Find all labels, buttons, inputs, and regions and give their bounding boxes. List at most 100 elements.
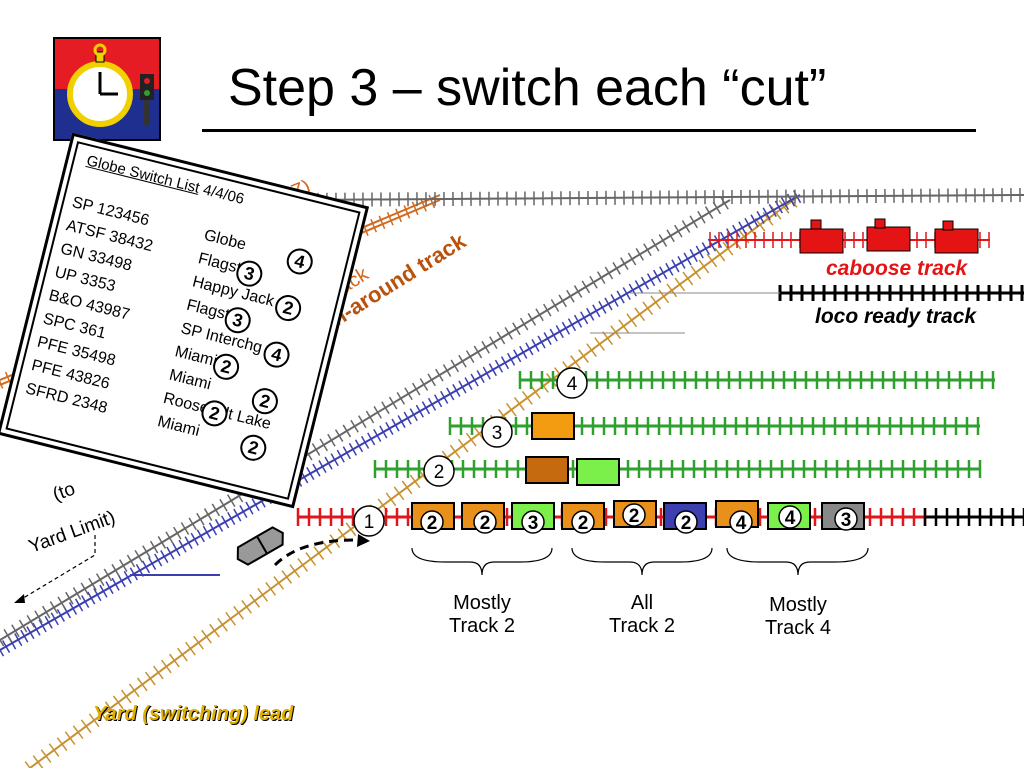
track-tie	[666, 229, 675, 243]
track-tie	[105, 581, 114, 595]
track-tie	[385, 492, 397, 507]
track-tie	[312, 463, 321, 477]
track-tie	[319, 438, 328, 452]
car-on-track-2-green	[576, 458, 620, 486]
track-tie	[435, 368, 444, 382]
destination-badge-circle	[778, 505, 802, 529]
track-tie	[635, 248, 645, 261]
slide-title: Step 3 – switch each “cut”	[228, 59, 827, 117]
track-tie	[427, 397, 437, 411]
track-tie	[219, 498, 228, 512]
destination-badge-circle	[473, 510, 497, 534]
track-tie	[1, 640, 11, 653]
track-tie	[40, 749, 52, 763]
track-tie	[397, 415, 406, 429]
track-tie	[428, 194, 436, 209]
track-tie	[616, 290, 625, 304]
track-tie	[659, 266, 668, 280]
track-tie	[20, 629, 29, 643]
track-tie	[226, 494, 236, 508]
track-tie	[674, 277, 686, 292]
track-tie	[172, 543, 181, 557]
track-tie	[403, 205, 411, 219]
track-tie	[419, 378, 429, 391]
track-tie	[311, 443, 321, 456]
track-tie	[427, 373, 436, 387]
destination-badge-text: 4	[785, 508, 796, 529]
track-tie	[671, 259, 680, 273]
move-arrow	[273, 538, 356, 567]
track-tie	[26, 626, 35, 640]
track-tie	[549, 328, 558, 342]
destination-badge-circle	[521, 510, 545, 534]
track-tie	[744, 217, 753, 231]
track-tie	[457, 438, 469, 453]
track-tie	[126, 554, 136, 568]
track-tie	[65, 591, 74, 605]
destination-badge-circle	[622, 503, 646, 527]
stopwatch-signal-icon	[52, 36, 162, 142]
track-tie	[49, 601, 59, 614]
track-tie	[120, 689, 132, 704]
group-2-line-1: All	[630, 592, 654, 614]
track-tie	[701, 242, 710, 256]
track-tie	[11, 624, 20, 638]
track-tie	[119, 559, 128, 573]
track-tie	[396, 392, 406, 405]
track-number-text: 1	[364, 512, 375, 533]
track-tie	[165, 531, 174, 545]
track-tie	[640, 276, 650, 290]
track-tie	[211, 503, 221, 517]
yard-lead-brown	[24, 193, 801, 768]
track-tie	[504, 326, 513, 340]
track-tie	[612, 261, 621, 275]
track-tie	[350, 419, 359, 433]
track-tie	[388, 396, 398, 410]
track-tie	[525, 342, 534, 356]
track-tie	[512, 322, 521, 336]
track-tie	[373, 405, 382, 419]
track-tie	[227, 512, 236, 525]
track-tie	[665, 262, 674, 276]
track-tie	[768, 204, 777, 217]
track-tie	[342, 446, 351, 460]
group-2-label: All Track 2	[600, 592, 684, 638]
track-tie	[720, 196, 729, 210]
track-tie	[750, 214, 759, 228]
destination-badge-circle	[674, 510, 698, 534]
track-tie	[706, 253, 718, 268]
track-tie	[148, 557, 157, 570]
yard-limit-arrow	[19, 535, 96, 601]
track-tie	[14, 633, 23, 647]
track-tie	[214, 518, 224, 532]
track-tie	[193, 635, 204, 650]
track-number-circle	[423, 455, 455, 487]
caboose-1	[799, 219, 844, 254]
track-tie	[3, 628, 12, 642]
track-tie	[245, 501, 254, 515]
track-tie	[458, 380, 467, 394]
track-tie	[112, 695, 124, 710]
track-tie	[762, 207, 771, 221]
track-tie	[681, 220, 691, 233]
group-3-line-1: Mostly	[769, 594, 827, 616]
brace-group-2	[571, 547, 713, 576]
track-tie	[393, 486, 405, 501]
track-tie	[239, 505, 248, 519]
destination-badge-circle	[834, 507, 858, 531]
track-tie	[561, 321, 570, 335]
destination-badge-text: 3	[528, 513, 539, 534]
track-tie	[80, 582, 90, 596]
track-tie	[634, 307, 646, 322]
destination-badge-circle	[420, 510, 444, 534]
track-tie	[496, 331, 506, 345]
track-tie	[111, 563, 120, 577]
destination-badge-text: 2	[578, 513, 589, 534]
track-tie	[450, 359, 460, 373]
track-tie	[677, 255, 686, 269]
track-tie	[543, 303, 552, 317]
car-on-track-3	[531, 412, 575, 440]
track-number-circle	[556, 367, 588, 399]
track-tie	[442, 364, 452, 377]
